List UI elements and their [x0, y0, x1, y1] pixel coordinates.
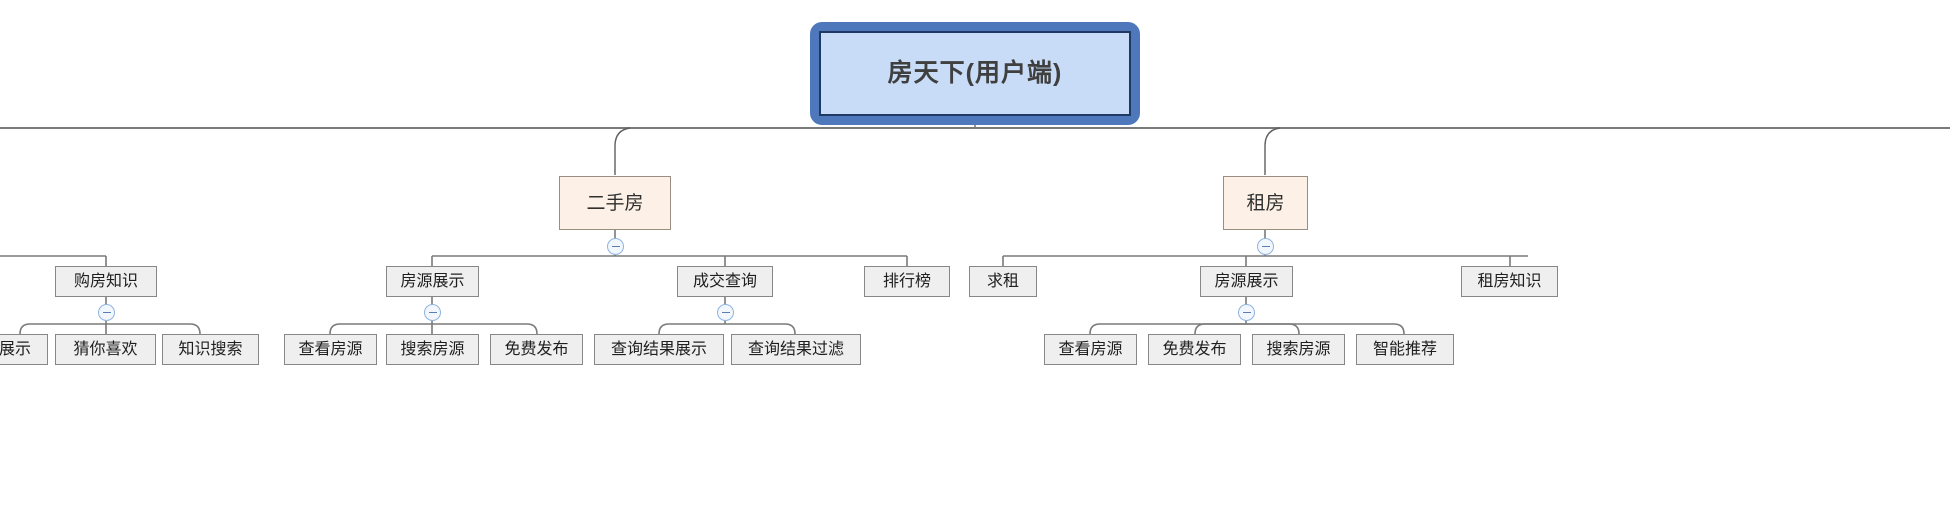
leaf-sousuo-fangyuan-zufang[interactable]: 搜索房源 — [1252, 334, 1345, 365]
leaf-cainixihuan[interactable]: 猜你喜欢 — [55, 334, 156, 365]
collapse-minus-icon — [721, 311, 730, 314]
collapse-toggle-zufang[interactable] — [1257, 238, 1274, 255]
node-fangyuan-zhanshi-zufang[interactable]: 房源展示 — [1200, 266, 1293, 297]
leaf-mianfei-fabu-zufang[interactable]: 免费发布 — [1148, 334, 1241, 365]
collapse-toggle-fangyuan-zhanshi-zufang[interactable] — [1238, 304, 1255, 321]
node-goufang-zhishi[interactable]: 购房知识 — [55, 266, 157, 297]
collapse-toggle-ershoufang[interactable] — [607, 238, 624, 255]
leaf-sousuo-fangyuan-ershou[interactable]: 搜索房源 — [386, 334, 479, 365]
collapse-minus-icon — [611, 245, 620, 248]
root-node[interactable]: 房天下(用户端) — [810, 22, 1140, 125]
leaf-chaxun-jieguo-zhanshi[interactable]: 查询结果展示 — [594, 334, 724, 365]
collapse-minus-icon — [1261, 245, 1270, 248]
collapse-minus-icon — [102, 311, 111, 314]
leaf-zhanshi[interactable]: 展示 — [0, 334, 48, 365]
collapse-toggle-chengjiao-chaxun[interactable] — [717, 304, 734, 321]
node-fangyuan-zhanshi-ershou[interactable]: 房源展示 — [386, 266, 479, 297]
leaf-zhineng-tuijian[interactable]: 智能推荐 — [1356, 334, 1454, 365]
collapse-minus-icon — [1242, 311, 1251, 314]
branch-node-zufang[interactable]: 租房 — [1223, 176, 1308, 230]
leaf-chakan-fangyuan-ershou[interactable]: 查看房源 — [284, 334, 377, 365]
root-node-label: 房天下(用户端) — [819, 31, 1131, 116]
branch-node-ershoufang[interactable]: 二手房 — [559, 176, 671, 230]
node-paihangbang[interactable]: 排行榜 — [864, 266, 950, 297]
leaf-chaxun-jieguo-guolv[interactable]: 查询结果过滤 — [731, 334, 861, 365]
node-zufang-zhishi[interactable]: 租房知识 — [1461, 266, 1558, 297]
leaf-chakan-fangyuan-zufang[interactable]: 查看房源 — [1044, 334, 1137, 365]
leaf-mianfei-fabu-ershou[interactable]: 免费发布 — [490, 334, 583, 365]
node-chengjiao-chaxun[interactable]: 成交查询 — [677, 266, 773, 297]
collapse-minus-icon — [428, 311, 437, 314]
node-qiuzu[interactable]: 求租 — [969, 266, 1037, 297]
collapse-toggle-fangyuan-zhanshi-ershou[interactable] — [424, 304, 441, 321]
collapse-toggle-goufang-zhishi[interactable] — [98, 304, 115, 321]
leaf-zhishi-sousuo[interactable]: 知识搜索 — [162, 334, 259, 365]
